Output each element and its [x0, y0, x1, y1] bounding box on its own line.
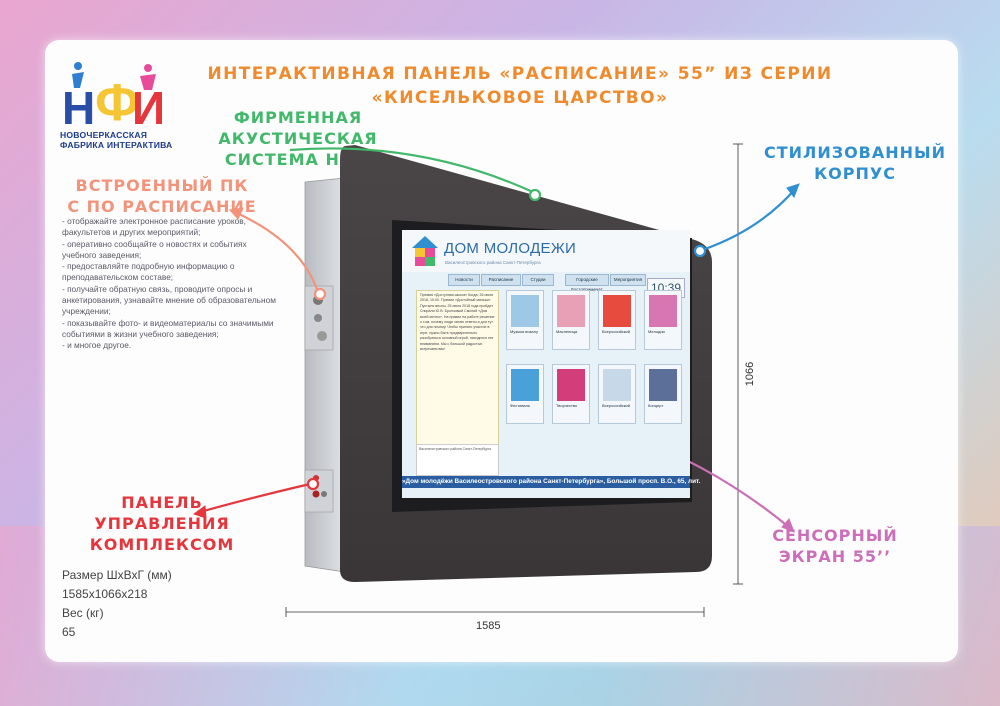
event-poster [603, 369, 631, 401]
event-card-caption: Всероссийский [602, 403, 631, 408]
feature-list: - отображайте электронное расписание уро… [62, 216, 282, 352]
dimension-width-label: 1585 [476, 620, 501, 632]
spec-weight-value: 65 [62, 625, 76, 639]
title-line1: ИНТЕРАКТИВНАЯ ПАНЕЛЬ «РАСПИСАНИЕ» 55” ИЗ… [207, 64, 833, 84]
callout-case-line1: СТИЛИЗОВАННЫЙ [763, 143, 947, 162]
event-card[interactable]: Мелодия [644, 290, 682, 350]
feature-item: - получайте обратную связь, проводите оп… [62, 283, 276, 317]
screen-tab-events[interactable]: Мероприятия [610, 274, 646, 286]
callout-acoustic-line1: ФИРМЕННАЯ АКУСТИЧЕСКАЯ [218, 108, 378, 148]
event-poster [649, 295, 677, 327]
callout-pc-line2: С ПО РАСПИСАНИЕ [67, 197, 257, 216]
callout-panel-line2: УПРАВЛЕНИЯ [94, 514, 230, 533]
svg-text:И: И [132, 82, 165, 134]
svg-text:Ф: Ф [95, 74, 139, 132]
callout-control-panel: ПАНЕЛЬ УПРАВЛЕНИЯ КОМПЛЕКСОМ [62, 492, 262, 555]
logo-subtitle-line1: НОВОЧЕРКАССКАЯ [60, 130, 148, 140]
spec-block: Размер ШхВхГ (мм) 1585x1066x218 Вес (кг)… [62, 566, 262, 642]
pc-port-icon [317, 331, 327, 341]
dimension-lines [285, 143, 743, 617]
event-card-caption: Масленица [556, 329, 578, 334]
callout-panel-line1: ПАНЕЛЬ [121, 493, 203, 512]
screen-tab-studios[interactable]: Студии [522, 274, 554, 286]
spec-size-value: 1585x1066x218 [62, 587, 148, 601]
feature-item: - оперативно сообщайте о новостях и собы… [62, 238, 247, 260]
event-card[interactable]: Фестиваль [506, 364, 544, 424]
callout-case-line2: КОРПУС [814, 164, 896, 183]
event-card-caption: Музыка вокалу [510, 329, 538, 334]
screen-tab-schedule[interactable]: Расписание [481, 274, 521, 286]
feature-item: - и многое другое. [62, 340, 132, 351]
event-poster [649, 369, 677, 401]
event-card-caption: Всероссийский [602, 329, 631, 334]
event-card[interactable]: Концерт [644, 364, 682, 424]
event-card[interactable]: Музыка вокалу [506, 290, 544, 350]
event-card[interactable]: Творчество [552, 364, 590, 424]
feature-item: - отображайте электронное расписание уро… [62, 216, 246, 238]
callout-touch-screen: СЕНСОРНЫЙ ЭКРАН 55’’ [760, 525, 910, 567]
event-poster [603, 295, 631, 327]
dimension-height-label: 1066 [744, 361, 757, 387]
spec-weight-label: Вес (кг) [62, 606, 104, 620]
logo-subtitle: НОВОЧЕРКАССКАЯ ФАБРИКА ИНТЕРАКТИВА [60, 130, 180, 150]
callout-screen-line1: СЕНСОРНЫЙ [772, 526, 898, 545]
screen-news-panel[interactable]: Премия «Доступная школа» Когда: 26 июля … [416, 290, 499, 468]
screen-subtitle: Василеостровского района Санкт-Петербург… [445, 260, 541, 265]
control-button-icon [312, 490, 320, 498]
event-card[interactable]: Масленица [552, 290, 590, 350]
event-card-caption: Фестиваль [510, 403, 531, 408]
title-line2: «КИСЕЛЬКОВОЕ ЦАРСТВО» [371, 88, 669, 108]
event-card-caption: Концерт [648, 403, 664, 408]
event-card-caption: Творчество [556, 403, 578, 408]
callout-screen-line2: ЭКРАН 55’’ [778, 547, 892, 566]
control-button-icon [321, 491, 327, 497]
page-title: ИНТЕРАКТИВНАЯ ПАНЕЛЬ «РАСПИСАНИЕ» 55” ИЗ… [180, 62, 860, 110]
event-poster [557, 295, 585, 327]
screen-tab-landmarks[interactable]: Городские Достопримечат. [565, 274, 609, 292]
callout-stylized-case: СТИЛИЗОВАННЫЙ КОРПУС [760, 142, 950, 184]
device-rear-housing [304, 177, 346, 573]
callout-panel-line3: КОМПЛЕКСОМ [89, 535, 235, 554]
callout-pc-line1: ВСТРОЕННЫЙ ПК [75, 176, 249, 195]
logo-subtitle-line2: ФАБРИКА ИНТЕРАКТИВА [60, 140, 173, 150]
event-poster [511, 295, 539, 327]
screen-tab-news[interactable]: Новости [448, 274, 480, 286]
feature-item: - предоставляйте подробную информацию о … [62, 261, 235, 283]
screen-news-preview: Василеостровского района Санкт-Петербург… [416, 444, 499, 476]
callout-acoustic-line2: СИСТЕМА НФИ [224, 150, 372, 169]
screen-event-grid: Музыка вокалу Масленица Всероссийский Ме… [506, 290, 684, 476]
event-card[interactable]: Всероссийский [598, 364, 636, 424]
pc-port-icon [314, 314, 322, 322]
event-poster [557, 369, 585, 401]
event-card-caption: Мелодия [648, 329, 665, 334]
spec-size-label: Размер ШхВхГ (мм) [62, 568, 172, 582]
callout-acoustic-system: ФИРМЕННАЯ АКУСТИЧЕСКАЯ СИСТЕМА НФИ [168, 107, 428, 170]
device-screen-content[interactable]: ДОМ МОЛОДЕЖИ Василеостровского района Са… [402, 230, 700, 498]
screen-news-ticker: »Дом молодёжи Василеостровского района С… [402, 476, 700, 488]
screen-title: ДОМ МОЛОДЕЖИ [444, 240, 577, 257]
logo-letters-graphic: Н Ф И [62, 62, 165, 134]
house-logo-icon [412, 236, 438, 266]
svg-text:Н: Н [62, 82, 95, 134]
event-card[interactable]: Всероссийский [598, 290, 636, 350]
screen-header: ДОМ МОЛОДЕЖИ Василеостровского района Са… [402, 230, 690, 272]
feature-item: - показывайте фото- и видеоматериалы со … [62, 317, 274, 339]
callout-built-in-pc: ВСТРОЕННЫЙ ПК С ПО РАСПИСАНИЕ [62, 175, 262, 217]
event-poster [511, 369, 539, 401]
company-logo: Н Ф И НОВОЧЕРКАССКАЯ ФАБРИКА ИНТЕРАКТИВА [60, 52, 172, 152]
